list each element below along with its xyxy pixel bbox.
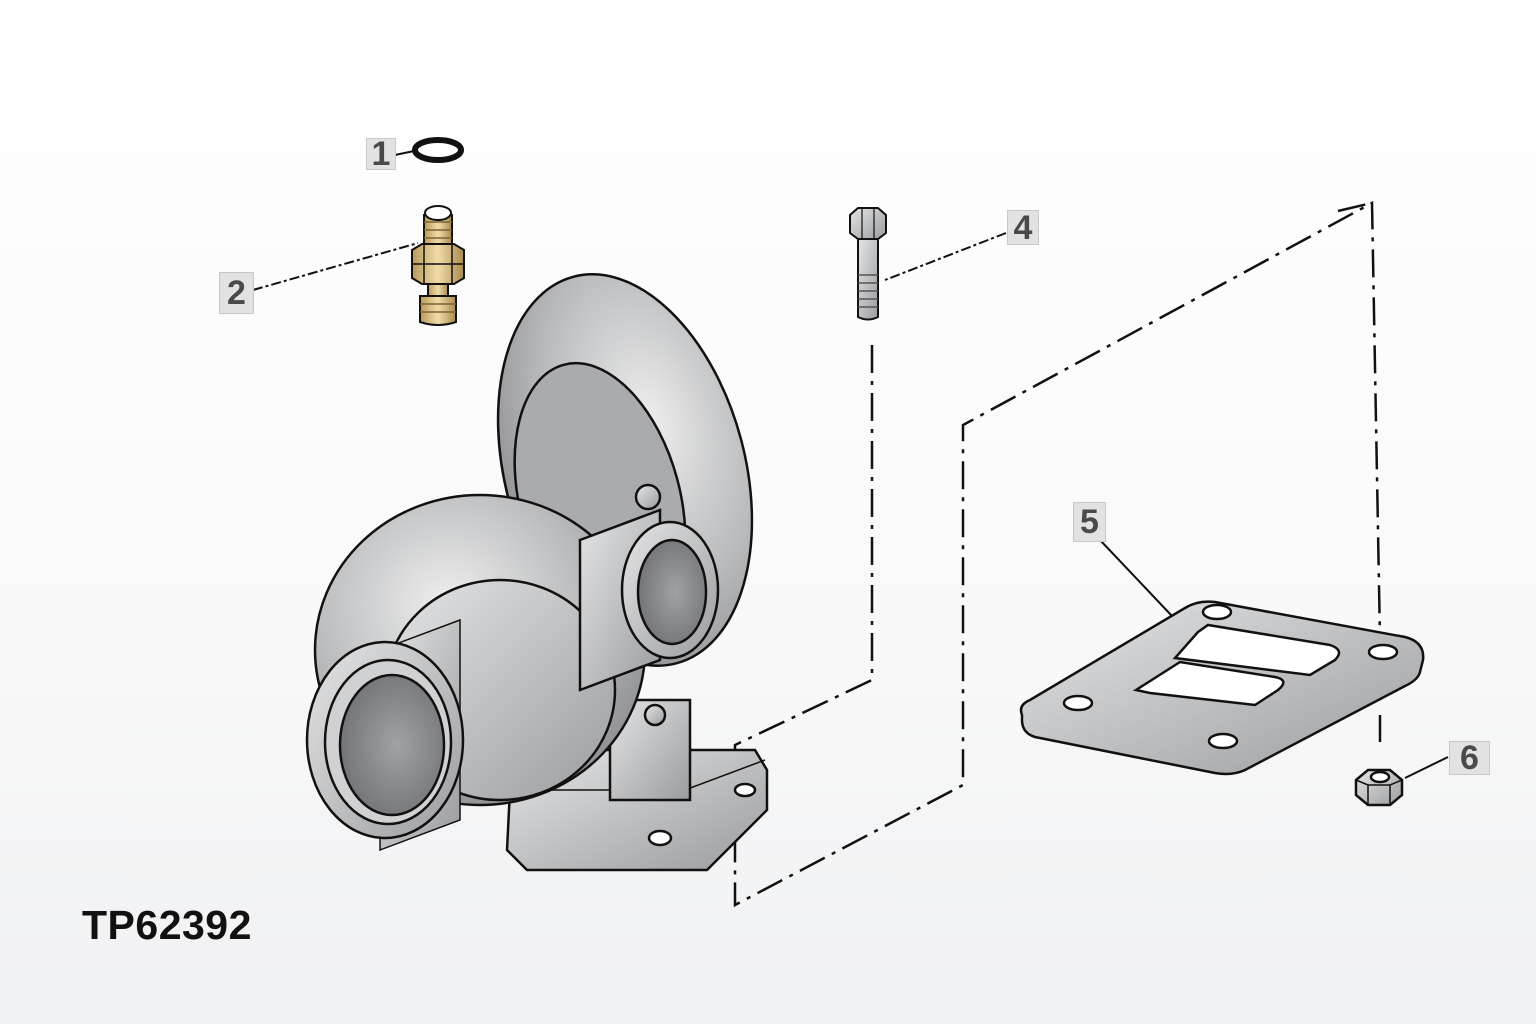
callout-1[interactable]: 1: [366, 137, 396, 171]
bolt-part[interactable]: [849, 207, 887, 321]
callout-6[interactable]: 6: [1449, 741, 1490, 775]
turbocharger-part[interactable]: [305, 246, 793, 872]
assembly-center-lines: [733, 200, 1382, 908]
callout-2[interactable]: 2: [219, 272, 254, 314]
figure-id-label: TP62392: [82, 902, 252, 948]
nut-part[interactable]: [1354, 768, 1404, 807]
fitting-part[interactable]: [411, 205, 465, 326]
leader-lines: [252, 150, 1449, 779]
callout-4[interactable]: 4: [1007, 210, 1039, 245]
seal-ring-part[interactable]: [412, 137, 464, 163]
gasket-part[interactable]: [1019, 600, 1425, 776]
callout-5[interactable]: 5: [1073, 502, 1106, 542]
